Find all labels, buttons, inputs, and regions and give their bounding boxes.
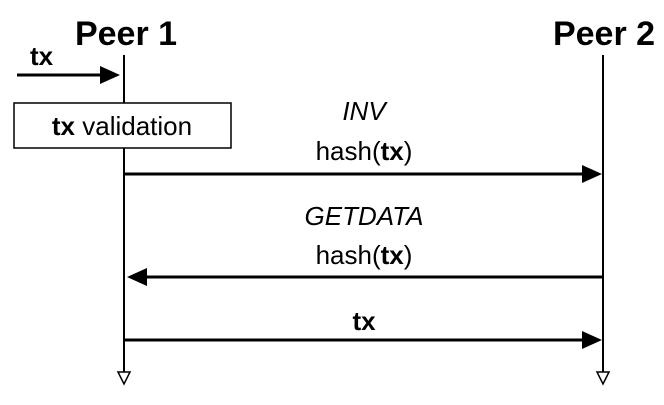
input-arrow-head-icon (100, 66, 120, 84)
msg-getdata-payload: hash(tx) (316, 240, 413, 270)
msg-inv-title: INV (342, 96, 388, 126)
tx-validation-bold: tx (52, 111, 76, 141)
peer-2-lifeline-end-icon (595, 371, 611, 386)
msg-tx-label: tx (352, 306, 376, 336)
input-tx-label: tx (30, 41, 54, 71)
msg-getdata-title: GETDATA (305, 201, 424, 231)
msg-tx-arrow-head-icon (582, 331, 602, 349)
msg-inv-payload: hash(tx) (316, 136, 413, 166)
msg-inv-arrow-head-icon (582, 165, 602, 183)
msg-getdata-prefix: hash( (316, 240, 381, 270)
peer-2-title: Peer 2 (553, 15, 655, 53)
peer-1-title: Peer 1 (75, 15, 177, 53)
msg-getdata-arrow-head-icon (127, 268, 147, 286)
tx-validation-box (13, 102, 232, 149)
msg-getdata-bold: tx (381, 240, 405, 270)
msg-inv-prefix: hash( (316, 136, 381, 166)
tx-validation-label: tx validation (52, 111, 192, 141)
msg-getdata-suffix: ) (404, 240, 413, 270)
msg-inv-bold: tx (381, 136, 405, 166)
peer-1-lifeline-end-icon (116, 371, 132, 386)
msg-inv-suffix: ) (404, 136, 413, 166)
tx-validation-rest: validation (75, 111, 192, 141)
